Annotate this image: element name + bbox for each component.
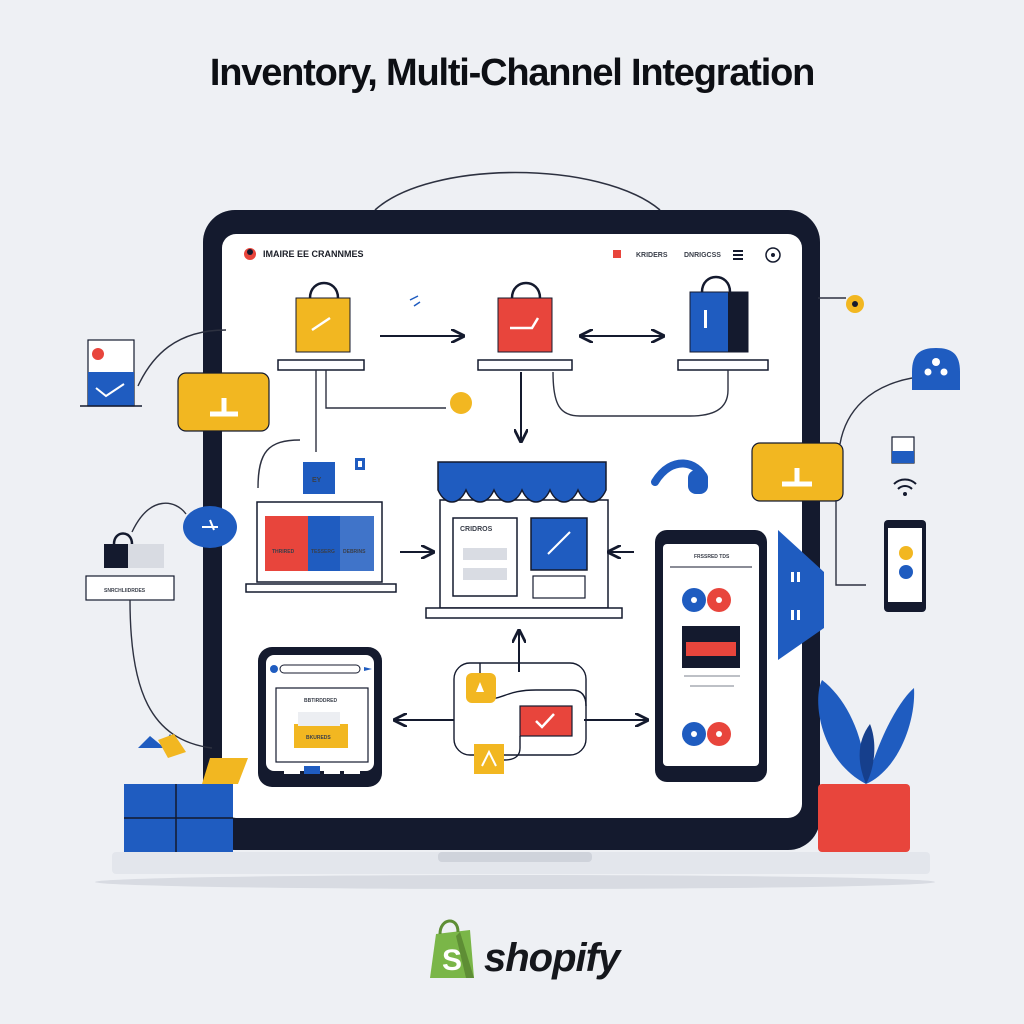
product-tile: EY: [303, 458, 365, 494]
left-connector-bottom: [129, 599, 213, 749]
wifi-icon: [893, 478, 917, 496]
connector-yellow-bag: [325, 370, 446, 409]
pos-terminal: THRIRED TESSERG DEBRINS: [245, 501, 397, 593]
left-bubble: [183, 506, 237, 548]
smartphone: FRSSRED TDS: [655, 530, 767, 782]
bag-blue: [677, 275, 769, 371]
tablet-header-text: BBTIRDDRED: [304, 698, 337, 704]
storefront-panel-label: CRIDROS: [460, 526, 493, 533]
bag-yellow: [277, 281, 365, 371]
left-connector-box: [257, 439, 301, 489]
pos-label-3: DEBRINS: [343, 549, 366, 555]
storefront: CRIDROS: [425, 461, 623, 619]
network-hub: [453, 662, 587, 774]
svg-text:S: S: [442, 944, 462, 977]
right-yellow-box: [751, 442, 844, 502]
cart-icon: [613, 250, 621, 258]
right-lock-card: [891, 436, 915, 464]
plant-pot: [818, 680, 915, 852]
tablet-button-label: BKUREDS: [306, 735, 331, 741]
right-user-badge: [912, 348, 960, 390]
bag-red: [477, 281, 573, 371]
left-connector-top: [137, 329, 227, 387]
connector-blue-bag: [552, 370, 729, 417]
left-browser-card: [80, 339, 142, 407]
screen-header-title: IMAIRE EE CRANNMES: [263, 249, 364, 259]
header-link-2: DNRIGCSS: [684, 252, 721, 259]
top-connector-curve: [374, 171, 661, 211]
header-link-1: KRIDERS: [636, 252, 668, 259]
right-small-phone: [884, 520, 926, 612]
shopify-bag-icon: S: [430, 919, 474, 978]
page-title: Inventory, Multi-Channel Integration: [209, 52, 815, 94]
left-gift-box: [124, 734, 248, 852]
left-connector-bubble: [131, 502, 187, 533]
product-tile-label: EY: [312, 477, 322, 484]
sync-icon: [409, 295, 421, 307]
left-device-card: SNRCHLIIDRDES: [85, 532, 175, 601]
menu-icon: [733, 250, 743, 252]
laptop-base: [95, 852, 935, 889]
shopify-wordmark: shopify: [484, 936, 620, 980]
right-connector-phone: [835, 500, 866, 586]
settings-icon: [765, 247, 781, 263]
left-yellow-box: [177, 372, 270, 432]
screen-header: IMAIRE EE CRANNMES KRIDERS DNRIGCSS: [244, 247, 781, 263]
left-card-label: SNRCHLIIDRDES: [104, 588, 146, 594]
tablet: BBTIRDDRED BKUREDS: [258, 647, 382, 787]
pos-label-1: THRIRED: [272, 549, 295, 555]
pos-label-2: TESSERG: [311, 549, 335, 555]
blue-flag-tab: [778, 530, 824, 660]
phone-header-text: FRSSRED TDS: [694, 554, 730, 560]
right-connector-badge: [839, 377, 913, 445]
connector-node-yellow: [450, 392, 472, 414]
